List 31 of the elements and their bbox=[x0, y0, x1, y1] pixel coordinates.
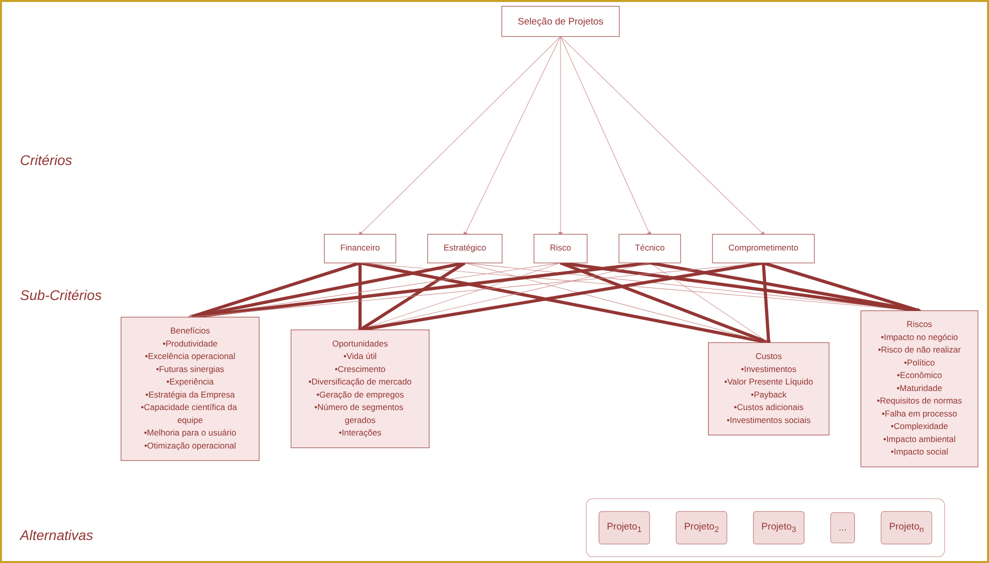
arrow bbox=[358, 261, 764, 332]
arrow bbox=[358, 262, 650, 332]
arrow bbox=[560, 261, 922, 313]
node-box: Oportunidades •Vida útil •Crescimento •Diversificação de mercado •Geração de empregos •Número de segmentos gerados •Interações bbox=[290, 330, 430, 448]
node-box: Custos •Investimentos •Valor Presente Líquido •Payback •Custos adicionais •Investimentos sociais bbox=[708, 342, 830, 436]
arrow bbox=[560, 36, 652, 236]
arrow bbox=[560, 261, 771, 344]
node-box: Seleção de Projetos bbox=[502, 6, 620, 37]
node-box: Técnico bbox=[618, 234, 681, 264]
level-label: Critérios bbox=[20, 152, 72, 168]
node-box: Risco bbox=[534, 234, 588, 264]
arrow bbox=[762, 262, 771, 345]
node-box: Benefícios •Produtividade •Excelência operacional •Futuras sinergias •Experiência •Estratégia da Empresa •Capacidade científica da equipe •Melhoria para o usuário •Otimização operacional bbox=[120, 316, 260, 461]
level-label: Alternativas bbox=[20, 527, 94, 543]
node-box: Comprometimento bbox=[712, 234, 815, 264]
arrow bbox=[464, 262, 771, 344]
level-label: Sub-Critérios bbox=[20, 287, 102, 303]
arrow bbox=[650, 261, 922, 313]
arrow bbox=[358, 262, 466, 332]
arrow bbox=[360, 261, 771, 344]
node-box: Riscos •Impacto no negócio •Risco de não realizar •Político •Econômico •Maturidade •Requisitos de normas •Falha em processo •Complexidade •Impacto ambiental •Impacto social bbox=[860, 310, 978, 468]
arrow bbox=[358, 262, 561, 332]
node-box: Financeiro bbox=[324, 234, 396, 264]
arrow bbox=[762, 261, 922, 312]
arrow bbox=[358, 36, 561, 236]
arrow bbox=[188, 261, 361, 319]
node-box: Estratégico bbox=[427, 234, 502, 264]
arrow bbox=[464, 36, 561, 236]
cluster bbox=[586, 498, 945, 558]
arrow bbox=[560, 36, 766, 236]
arrow bbox=[188, 261, 650, 320]
